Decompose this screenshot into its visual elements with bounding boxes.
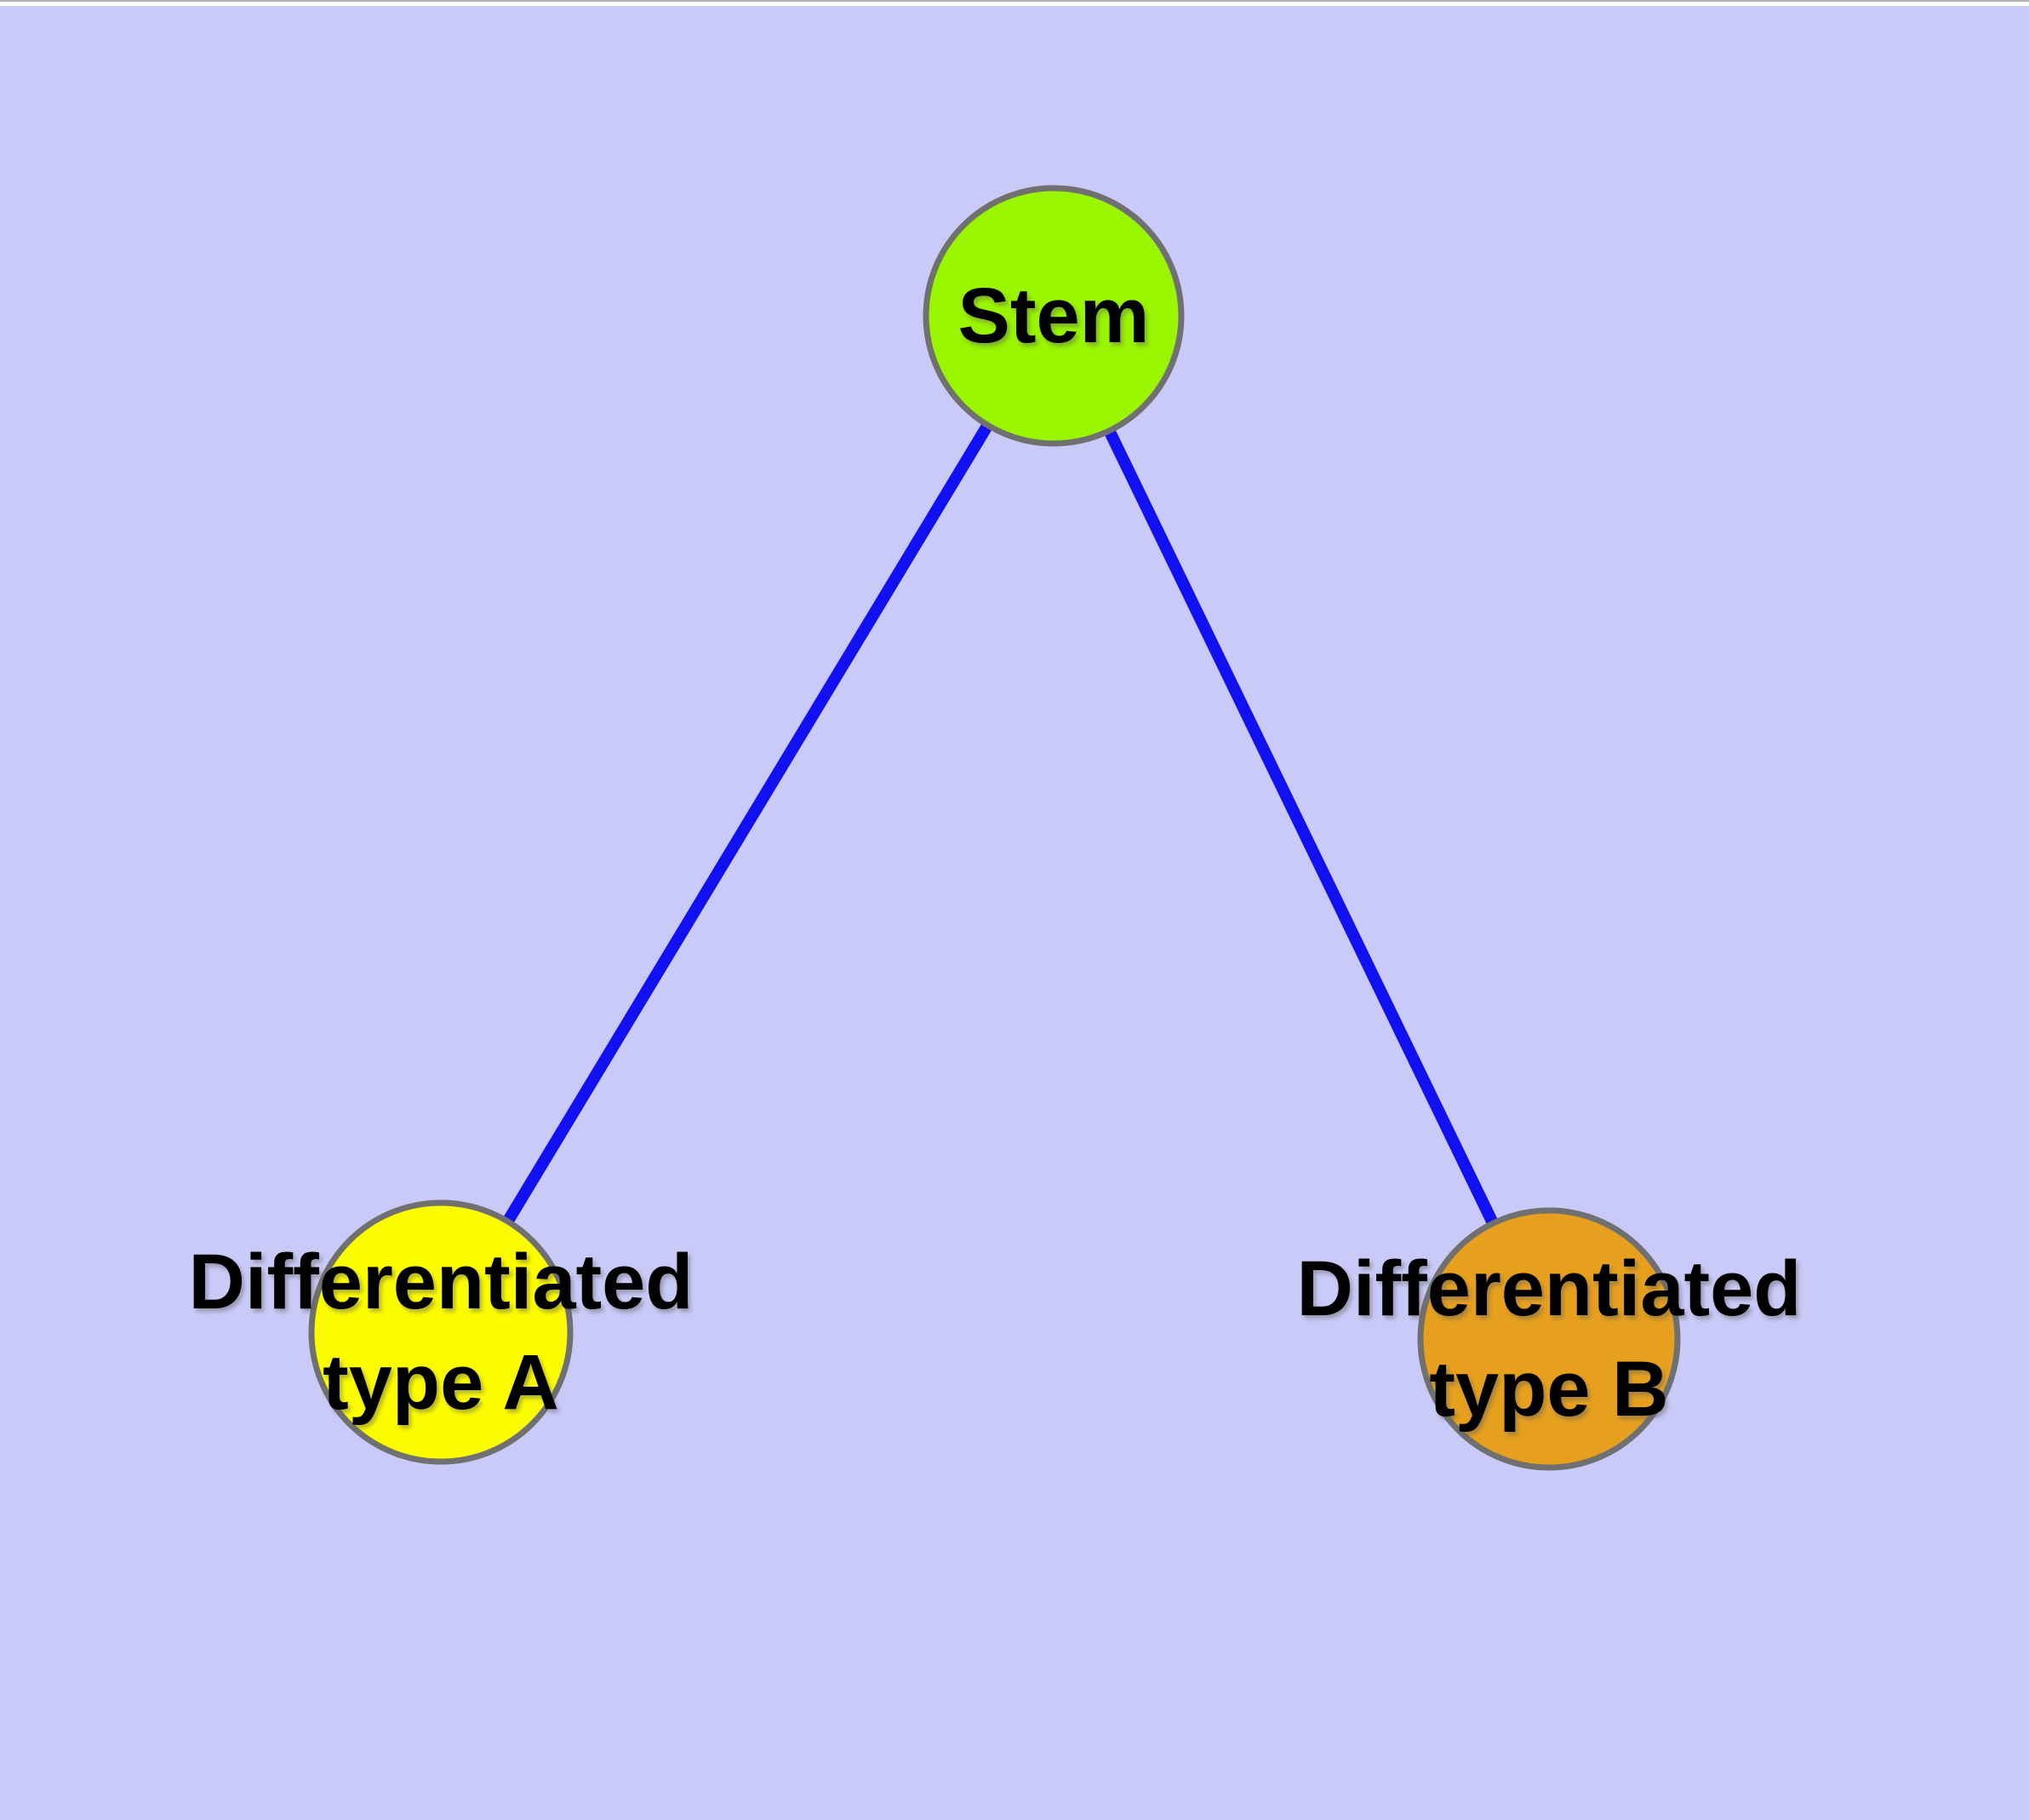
window-top-strip [0, 0, 2029, 6]
edge-stem-diff-type-a[interactable] [436, 312, 1059, 1336]
node-label-stem-line-1: Stem [958, 272, 1150, 359]
edge-stem-diff-type-b[interactable] [1048, 312, 1555, 1342]
node-label-diff-type-a-line-2: type A [323, 1339, 559, 1426]
node-label-diff-type-b-line-2: type B [1429, 1346, 1668, 1433]
edges-layer [436, 312, 1555, 1342]
node-diff-type-b[interactable]: Differentiated type B [1297, 1207, 1802, 1471]
node-stem[interactable]: Stem [923, 185, 1185, 447]
node-label-diff-type-b-line-1: Differentiated [1297, 1245, 1802, 1332]
node-label-diff-type-a-line-1: Differentiated [189, 1239, 694, 1325]
node-circle-stem[interactable] [923, 185, 1185, 447]
node-circle-diff-type-a[interactable] [308, 1199, 574, 1465]
node-circle-diff-type-b[interactable] [1417, 1207, 1681, 1471]
node-diff-type-a[interactable]: Differentiated type A [189, 1199, 694, 1465]
